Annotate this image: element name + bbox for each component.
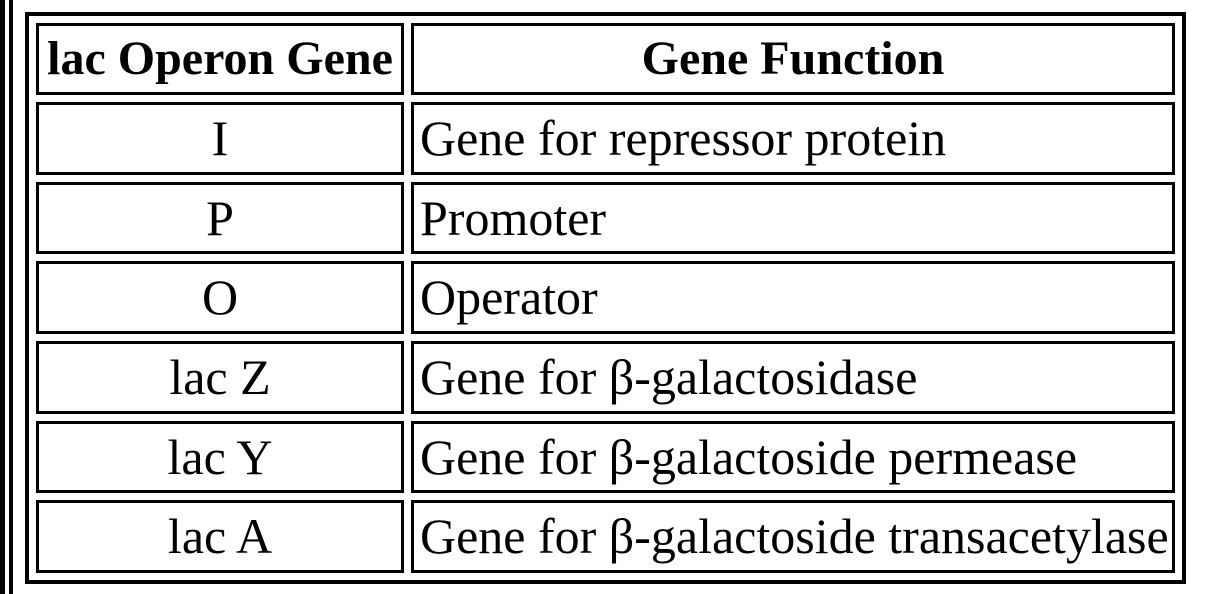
table-row: I Gene for repressor protein xyxy=(36,102,1175,175)
header-function-column: Gene Function xyxy=(411,23,1175,95)
gene-cell: lac Y xyxy=(36,420,404,494)
left-edge-rule-thick xyxy=(0,0,5,594)
table-row: O Operator xyxy=(36,261,1175,334)
lac-operon-table: lac Operon Gene Gene Function I Gene for… xyxy=(25,12,1186,584)
gene-cell: I xyxy=(36,102,404,175)
table-row: P Promoter xyxy=(36,181,1175,255)
table-row: lac Y Gene for β-galactoside permease xyxy=(36,420,1175,494)
function-cell: Gene for β-galactosidase xyxy=(411,340,1175,414)
gene-cell: lac Z xyxy=(36,340,404,414)
gene-cell: lac A xyxy=(36,500,404,573)
table-row: lac Z Gene for β-galactosidase xyxy=(36,340,1175,414)
function-cell: Gene for repressor protein xyxy=(411,102,1175,175)
function-cell: Gene for β-galactoside transacetylase xyxy=(411,500,1175,573)
gene-cell: P xyxy=(36,181,404,255)
header-row: lac Operon Gene Gene Function xyxy=(36,23,1175,95)
function-cell: Gene for β-galactoside permease xyxy=(411,420,1175,494)
left-edge-rule-thin xyxy=(9,0,13,594)
table-row: lac A Gene for β-galactoside transacetyl… xyxy=(36,500,1175,573)
function-cell: Promoter xyxy=(411,181,1175,255)
gene-cell: O xyxy=(36,261,404,334)
function-cell: Operator xyxy=(411,261,1175,334)
header-gene-column: lac Operon Gene xyxy=(36,23,404,95)
